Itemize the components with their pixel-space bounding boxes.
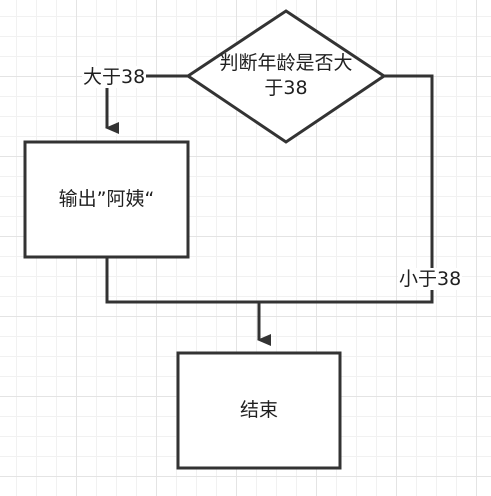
edge-label-greater-than-38: 大于38 bbox=[82, 66, 147, 88]
end-process-box[interactable] bbox=[176, 351, 342, 470]
output-label: 输出”阿姨“ bbox=[58, 188, 155, 210]
decision-label: 判断年龄是否大 于38 bbox=[219, 52, 353, 99]
edge-label-less-than-38: 小于38 bbox=[398, 268, 463, 290]
edge-decision-to-end bbox=[259, 74, 434, 304]
output-process-box[interactable] bbox=[23, 140, 190, 259]
decision-diamond[interactable] bbox=[185, 9, 387, 144]
edge-output-to-end bbox=[105, 257, 271, 346]
end-label: 结束 bbox=[239, 399, 278, 421]
